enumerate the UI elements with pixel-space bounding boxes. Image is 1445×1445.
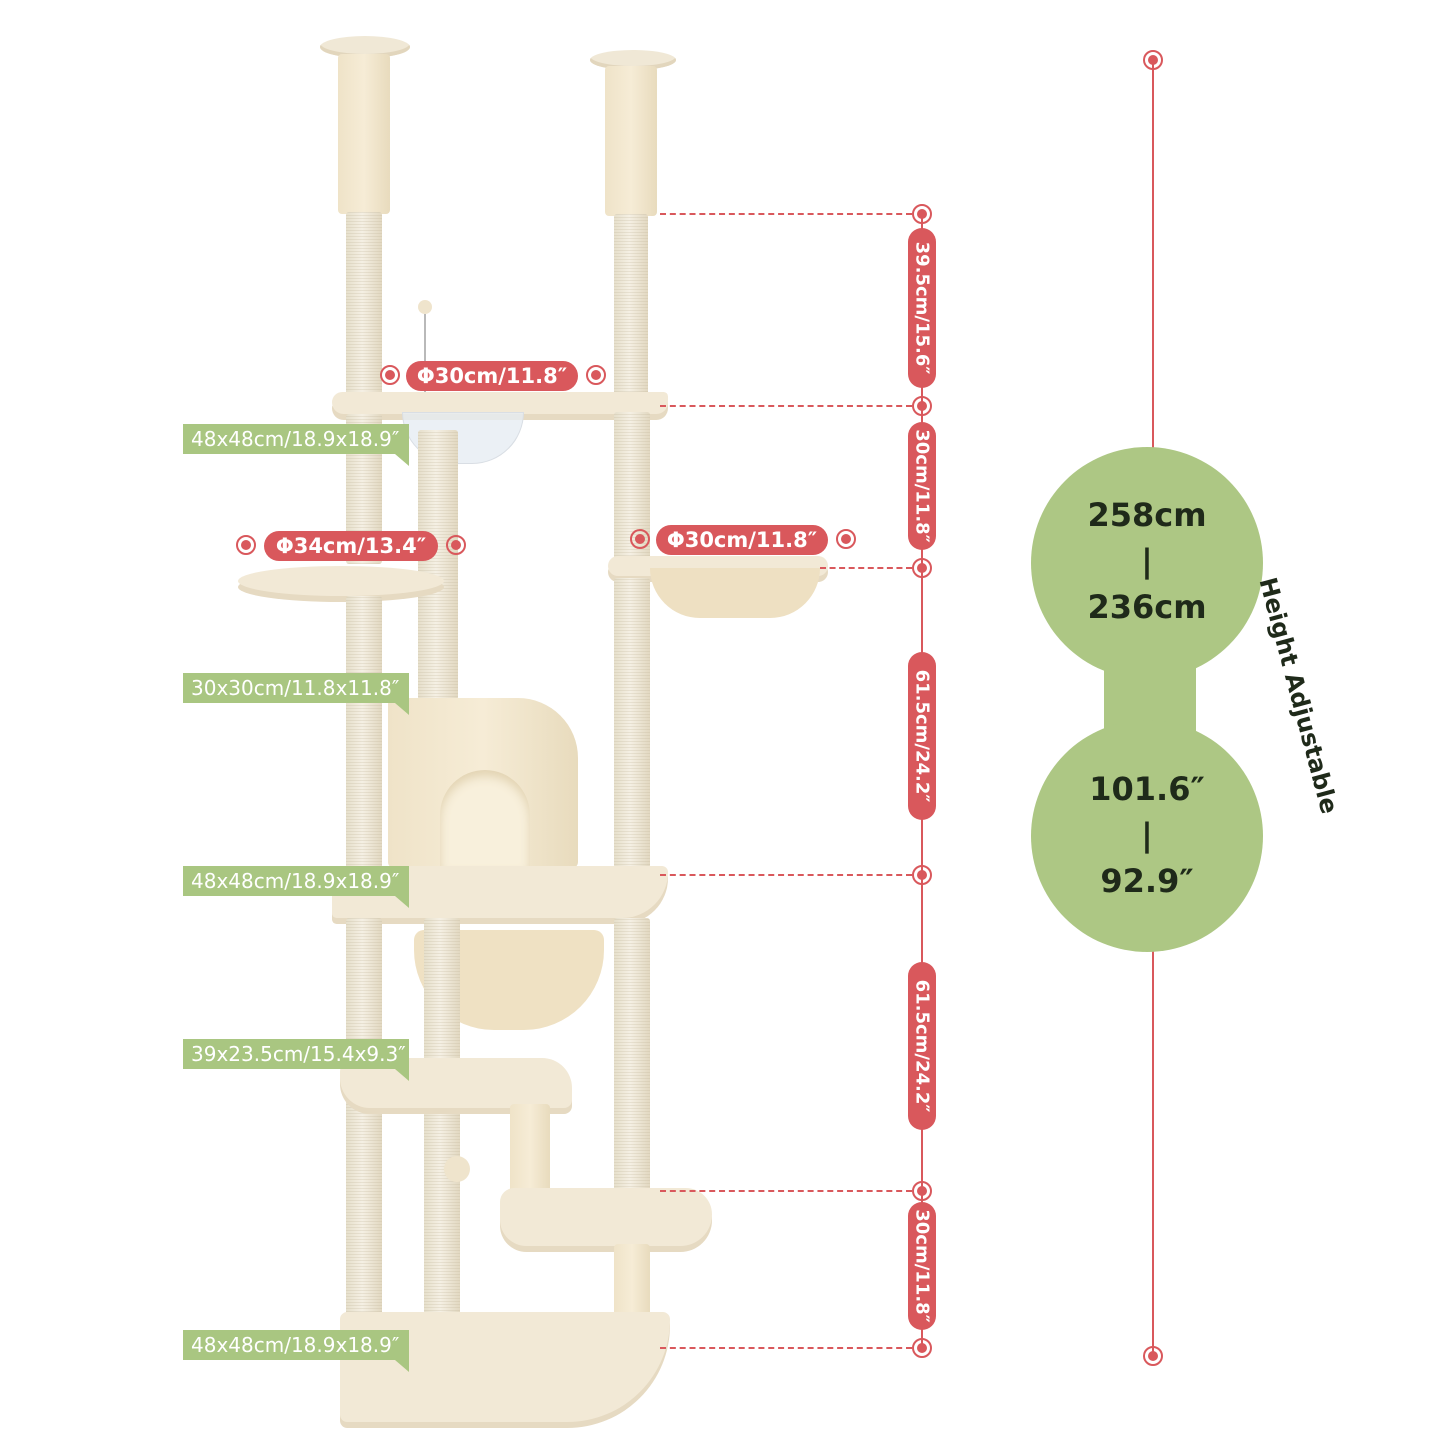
sisal-post-right-upper xyxy=(614,214,648,404)
sisal-post-left-lower xyxy=(346,596,382,886)
diameter-label-bowl: Φ30cm/11.8″ xyxy=(406,361,578,391)
dimension-endpoint-icon xyxy=(446,535,466,555)
height-separator: | xyxy=(1141,816,1153,854)
bottom-step xyxy=(500,1188,712,1246)
sisal-post-left-upper xyxy=(346,212,382,402)
segment-text: 61.5cm/24.2″ xyxy=(911,979,933,1113)
dangling-ball-toy-lower xyxy=(444,1156,470,1182)
size-tag-base: 48x48cm/18.9x18.9″ xyxy=(183,1330,409,1372)
guide-line xyxy=(660,1347,912,1349)
top-cap-right xyxy=(590,50,676,70)
cat-tree-illustration xyxy=(238,36,828,1422)
size-tag-middle-platform: 48x48cm/18.9x18.9″ xyxy=(183,866,409,908)
base-platform xyxy=(340,1312,670,1422)
dimension-endpoint-icon xyxy=(586,365,606,385)
height-min-cm: 236cm xyxy=(1087,588,1207,626)
dimension-endpoint-icon xyxy=(912,204,932,224)
sisal-post-center xyxy=(418,430,458,700)
guide-line xyxy=(660,405,912,407)
guide-line xyxy=(660,874,912,876)
dimension-endpoint-icon xyxy=(236,535,256,555)
dimension-endpoint-icon xyxy=(912,396,932,416)
guide-line xyxy=(820,567,912,569)
guide-line xyxy=(660,213,912,215)
sisal-post-center-bottom xyxy=(424,918,460,1338)
diameter-label-perch: Φ34cm/13.4″ xyxy=(264,531,438,561)
dimension-endpoint-icon xyxy=(1143,50,1163,70)
metric-height-text: 258cm | 236cm xyxy=(1031,492,1263,632)
dimension-endpoint-icon xyxy=(380,365,400,385)
guide-line xyxy=(660,1190,912,1192)
size-tag-upper-platform: 48x48cm/18.9x18.9″ xyxy=(183,424,409,466)
segment-text: 30cm/11.8″ xyxy=(911,429,933,543)
sisal-post-right-lower xyxy=(614,578,650,868)
dimension-endpoint-icon xyxy=(1143,1346,1163,1366)
dimension-endpoint-icon xyxy=(912,865,932,885)
size-tag-lower-step: 39x23.5cm/15.4x9.3″ xyxy=(183,1039,409,1081)
sisal-post-right-bottom xyxy=(614,918,650,1196)
telescoping-sleeve-left xyxy=(338,54,390,214)
dimension-endpoint-icon xyxy=(912,1338,932,1358)
basket-hammock xyxy=(650,568,820,618)
height-min-in: 92.9″ xyxy=(1100,862,1194,900)
round-perch xyxy=(238,566,444,596)
dimension-endpoint-icon xyxy=(630,529,650,549)
height-separator: | xyxy=(1141,542,1153,580)
top-cap-left xyxy=(320,36,410,58)
diameter-label-basket: Φ30cm/11.8″ xyxy=(656,525,828,555)
segment-text: 61.5cm/24.2″ xyxy=(911,669,933,803)
height-adjustable-caption: Height Adjustable xyxy=(1253,574,1344,817)
height-max-in: 101.6″ xyxy=(1089,770,1205,808)
dimension-endpoint-icon xyxy=(912,1181,932,1201)
imperial-height-text: 101.6″ | 92.9″ xyxy=(1031,766,1263,906)
condo-entrance xyxy=(440,770,530,868)
size-tag-condo: 30x30cm/11.8x11.8″ xyxy=(183,673,409,715)
segment-label-4: 61.5cm/24.2″ xyxy=(908,962,936,1130)
dangling-ball-toy xyxy=(418,300,432,314)
segment-label-2: 30cm/11.8″ xyxy=(908,422,936,550)
height-bubble-imperial xyxy=(1031,720,1263,952)
upper-platform xyxy=(332,392,668,414)
segment-text: 39.5cm/15.6″ xyxy=(911,241,933,375)
dimension-endpoint-icon xyxy=(836,529,856,549)
segment-label-5: 30cm/11.8″ xyxy=(908,1202,936,1330)
height-max-cm: 258cm xyxy=(1087,496,1207,534)
sisal-post-left-bottom xyxy=(346,918,382,1348)
toy-spring xyxy=(424,314,426,392)
segment-label-3: 61.5cm/24.2″ xyxy=(908,652,936,820)
dimension-endpoint-icon xyxy=(912,558,932,578)
segment-label-1: 39.5cm/15.6″ xyxy=(908,228,936,388)
telescoping-sleeve-right xyxy=(605,66,657,216)
segment-text: 30cm/11.8″ xyxy=(911,1209,933,1323)
